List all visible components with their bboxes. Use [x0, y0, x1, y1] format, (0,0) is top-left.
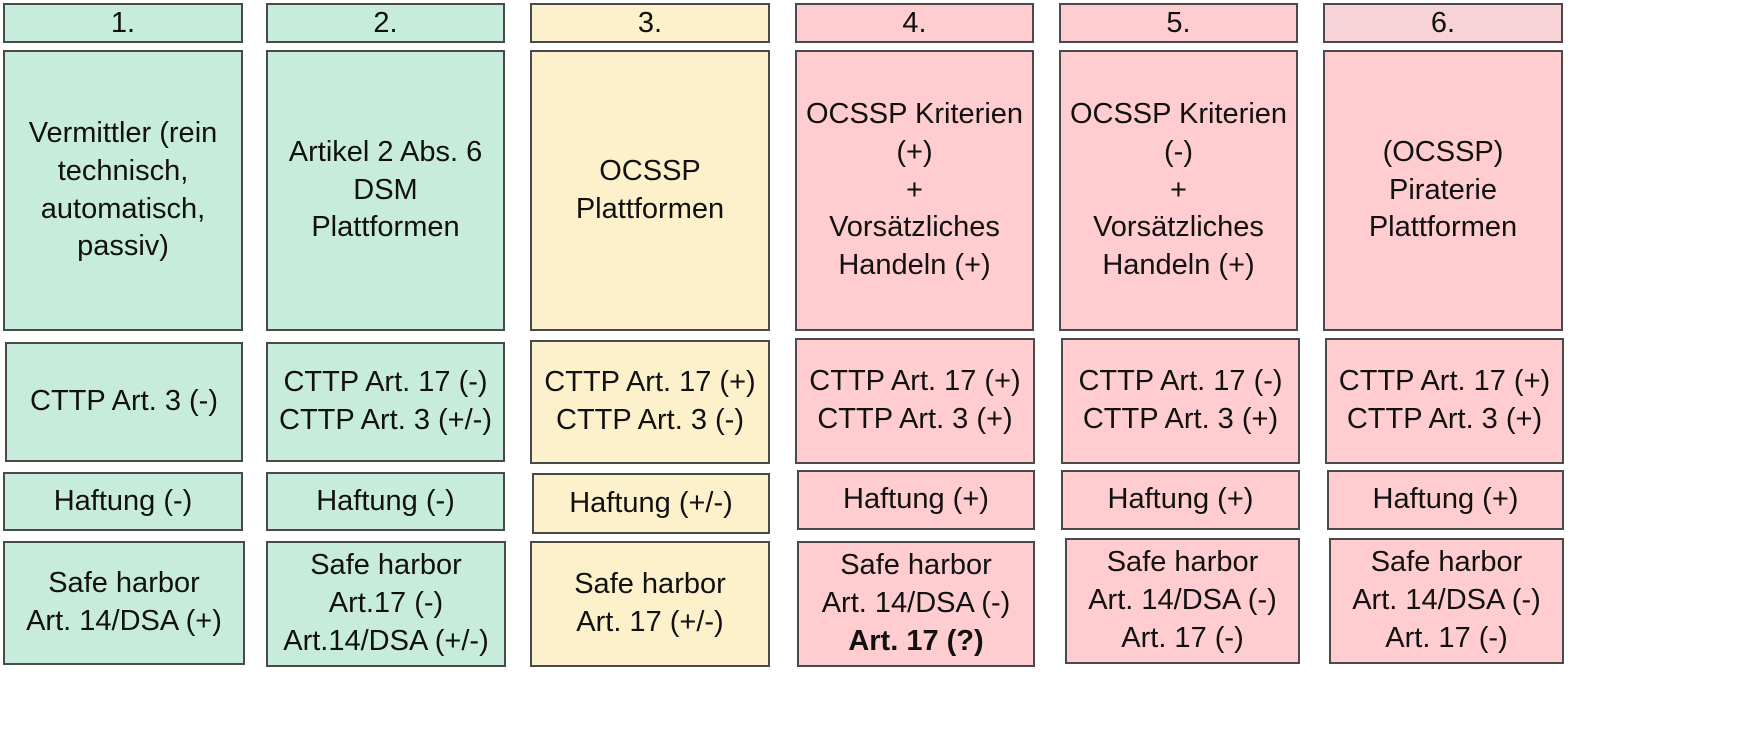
column-4-safe-harbor: Safe harbor Art. 14/DSA (-) Art. 17 (?) — [797, 541, 1035, 667]
column-6-safe-harbor: Safe harbor Art. 14/DSA (-) Art. 17 (-) — [1329, 538, 1564, 664]
column-2-cttp: CTTP Art. 17 (-) CTTP Art. 3 (+/-) — [266, 342, 505, 462]
column-4-cttp: CTTP Art. 17 (+) CTTP Art. 3 (+) — [795, 338, 1035, 464]
column-5-haftung: Haftung (+) — [1061, 470, 1300, 530]
column-4-number: 4. — [795, 3, 1034, 43]
column-5-cttp: CTTP Art. 17 (-) CTTP Art. 3 (+) — [1061, 338, 1300, 464]
column-3-number: 3. — [530, 3, 770, 43]
column-3-category: OCSSP Plattformen — [530, 50, 770, 331]
column-2-safe-harbor: Safe harbor Art.17 (-) Art.14/DSA (+/-) — [266, 541, 506, 667]
column-6-number: 6. — [1323, 3, 1563, 43]
column-3-haftung: Haftung (+/-) — [532, 473, 770, 534]
column-6-cttp: CTTP Art. 17 (+) CTTP Art. 3 (+) — [1325, 338, 1564, 464]
column-4-category: OCSSP Kriterien (+) + Vorsätzliches Hand… — [795, 50, 1034, 331]
column-4-haftung: Haftung (+) — [797, 470, 1035, 530]
column-5-safe-harbor: Safe harbor Art. 14/DSA (-) Art. 17 (-) — [1065, 538, 1300, 664]
column-1-cttp: CTTP Art. 3 (-) — [5, 342, 243, 462]
column-2-number: 2. — [266, 3, 505, 43]
column-3-cttp: CTTP Art. 17 (+) CTTP Art. 3 (-) — [530, 340, 770, 464]
column-5-number: 5. — [1059, 3, 1298, 43]
column-5-category: OCSSP Kriterien (-) + Vorsätzliches Hand… — [1059, 50, 1298, 331]
column-3-safe-harbor: Safe harbor Art. 17 (+/-) — [530, 541, 770, 667]
column-1-haftung: Haftung (-) — [3, 472, 243, 531]
column-2-haftung: Haftung (-) — [266, 472, 505, 531]
column-1-safe-harbor: Safe harbor Art. 14/DSA (+) — [3, 541, 245, 665]
column-1-category: Vermittler (rein technisch, automatisch,… — [3, 50, 243, 331]
column-6-category: (OCSSP) Piraterie Plattformen — [1323, 50, 1563, 331]
column-2-category: Artikel 2 Abs. 6 DSM Plattformen — [266, 50, 505, 331]
column-1-number: 1. — [3, 3, 243, 43]
column-6-haftung: Haftung (+) — [1327, 470, 1564, 530]
